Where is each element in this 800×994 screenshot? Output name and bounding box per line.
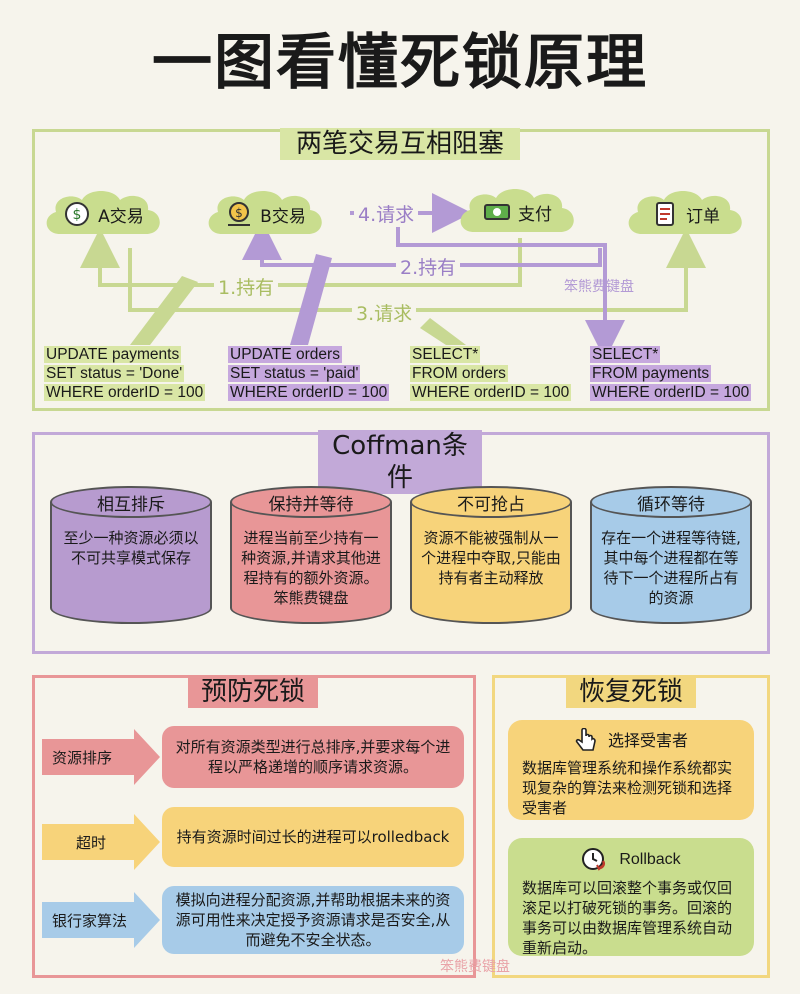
sql-update-orders: UPDATE orders SET status = 'paid' WHERE … [228, 346, 390, 401]
rollback-clock-icon [582, 848, 606, 871]
coffman-condition: 不可抢占资源不能被强制从一个进程中夺取,只能由持有者主动释放 [410, 486, 572, 624]
arrow-label-request-4: 4.请求 [354, 200, 419, 227]
cylinder-body [590, 502, 752, 624]
recovery-rollback-head: Rollback [619, 851, 681, 868]
recovery-victim-text: 数据库管理系统和操作系统都实现复杂的算法来检测死锁和选择受害者 [522, 759, 733, 817]
cylinder-body [410, 502, 572, 624]
coin-hand-icon: $ [228, 202, 251, 226]
coffman-condition-name: 循环等待 [590, 486, 752, 518]
node-a-label: A交易 [98, 206, 144, 227]
recovery-card-rollback: Rollback 数据库可以回滚整个事务或仅回滚足以打破死锁的事务。回滚的事务可… [508, 838, 754, 957]
coffman-condition: 保持并等待进程当前至少持有一种资源,并请求其他进程持有的额外资源。笨熊费键盘 [230, 486, 392, 624]
prevention-tag-timeout: 超时 [42, 814, 160, 870]
coffman-condition-name: 不可抢占 [410, 486, 572, 518]
arrow-label-request-3: 3.请求 [352, 299, 417, 326]
coffman-condition-text: 存在一个进程等待链,其中每个进程都在等待下一个进程所占有的资源 [601, 529, 741, 607]
node-b-label: B交易 [260, 206, 306, 227]
sql-select-orders: SELECT* FROM orders WHERE orderID = 100 [410, 346, 572, 401]
node-payment: 支付 [452, 184, 582, 240]
sql-select-payments: SELECT* FROM payments WHERE orderID = 10… [590, 346, 752, 401]
node-order-label: 订单 [686, 206, 720, 227]
section-transactions-title: 两笔交易互相阻塞 [280, 128, 520, 160]
coffman-condition: 相互排斥至少一种资源必须以不可共享模式保存 [50, 486, 212, 624]
svg-text:$: $ [73, 207, 82, 223]
node-payment-label: 支付 [518, 204, 552, 225]
section-coffman-title: Coffman条件 [318, 430, 482, 494]
coffman-condition-text: 进程当前至少持有一种资源,并请求其他进程持有的额外资源。笨熊费键盘 [241, 529, 381, 607]
order-list-icon [656, 202, 674, 226]
prevention-desc-ordering: 对所有资源类型进行总排序,并要求每个进程以严格递增的顺序请求资源。 [162, 726, 464, 788]
page-title: 一图看懂死锁原理 [152, 28, 648, 98]
node-order: 订单 [620, 186, 750, 242]
node-a-transaction: $ A交易 [38, 186, 168, 242]
coffman-condition: 循环等待存在一个进程等待链,其中每个进程都在等待下一个进程所占有的资源 [590, 486, 752, 624]
prevention-tag-ordering: 资源排序 [42, 729, 160, 785]
coffman-condition-text: 至少一种资源必须以不可共享模式保存 [63, 529, 199, 567]
sql-update-payments: UPDATE payments SET status = 'Done' WHER… [44, 346, 206, 401]
coffman-condition-name: 相互排斥 [50, 486, 212, 518]
prevention-tag-banker: 银行家算法 [42, 892, 160, 948]
money-exchange-icon: $ [65, 202, 90, 226]
coffman-condition-text: 资源不能被强制从一个进程中夺取,只能由持有者主动释放 [421, 529, 561, 587]
section-recovery-title: 恢复死锁 [566, 676, 696, 708]
arrow-label-hold-2: 2.持有 [396, 253, 461, 280]
pointer-hand-icon [575, 728, 596, 751]
watermark-bottom: 笨熊费键盘 [440, 959, 510, 975]
svg-text:$: $ [235, 206, 243, 220]
section-prevention-title: 预防死锁 [188, 676, 318, 708]
prevention-desc-banker: 模拟向进程分配资源,并帮助根据未来的资源可用性来决定授予资源请求是否安全,从而避… [162, 886, 464, 954]
arrow-label-hold-1: 1.持有 [214, 273, 279, 300]
cylinder-body [230, 502, 392, 624]
recovery-card-victim: 选择受害者 数据库管理系统和操作系统都实现复杂的算法来检测死锁和选择受害者 [508, 720, 754, 820]
prevention-desc-timeout: 持有资源时间过长的进程可以rolledback [162, 807, 464, 867]
payment-cash-icon [484, 204, 510, 220]
node-b-transaction: $ B交易 [200, 186, 330, 242]
recovery-rollback-text: 数据库可以回滚整个事务或仅回滚足以打破死锁的事务。回滚的事务可以由数据库管理系统… [522, 879, 733, 957]
recovery-victim-head: 选择受害者 [607, 731, 688, 750]
coffman-condition-name: 保持并等待 [230, 486, 392, 518]
watermark-mid: 笨熊费键盘 [564, 279, 634, 295]
